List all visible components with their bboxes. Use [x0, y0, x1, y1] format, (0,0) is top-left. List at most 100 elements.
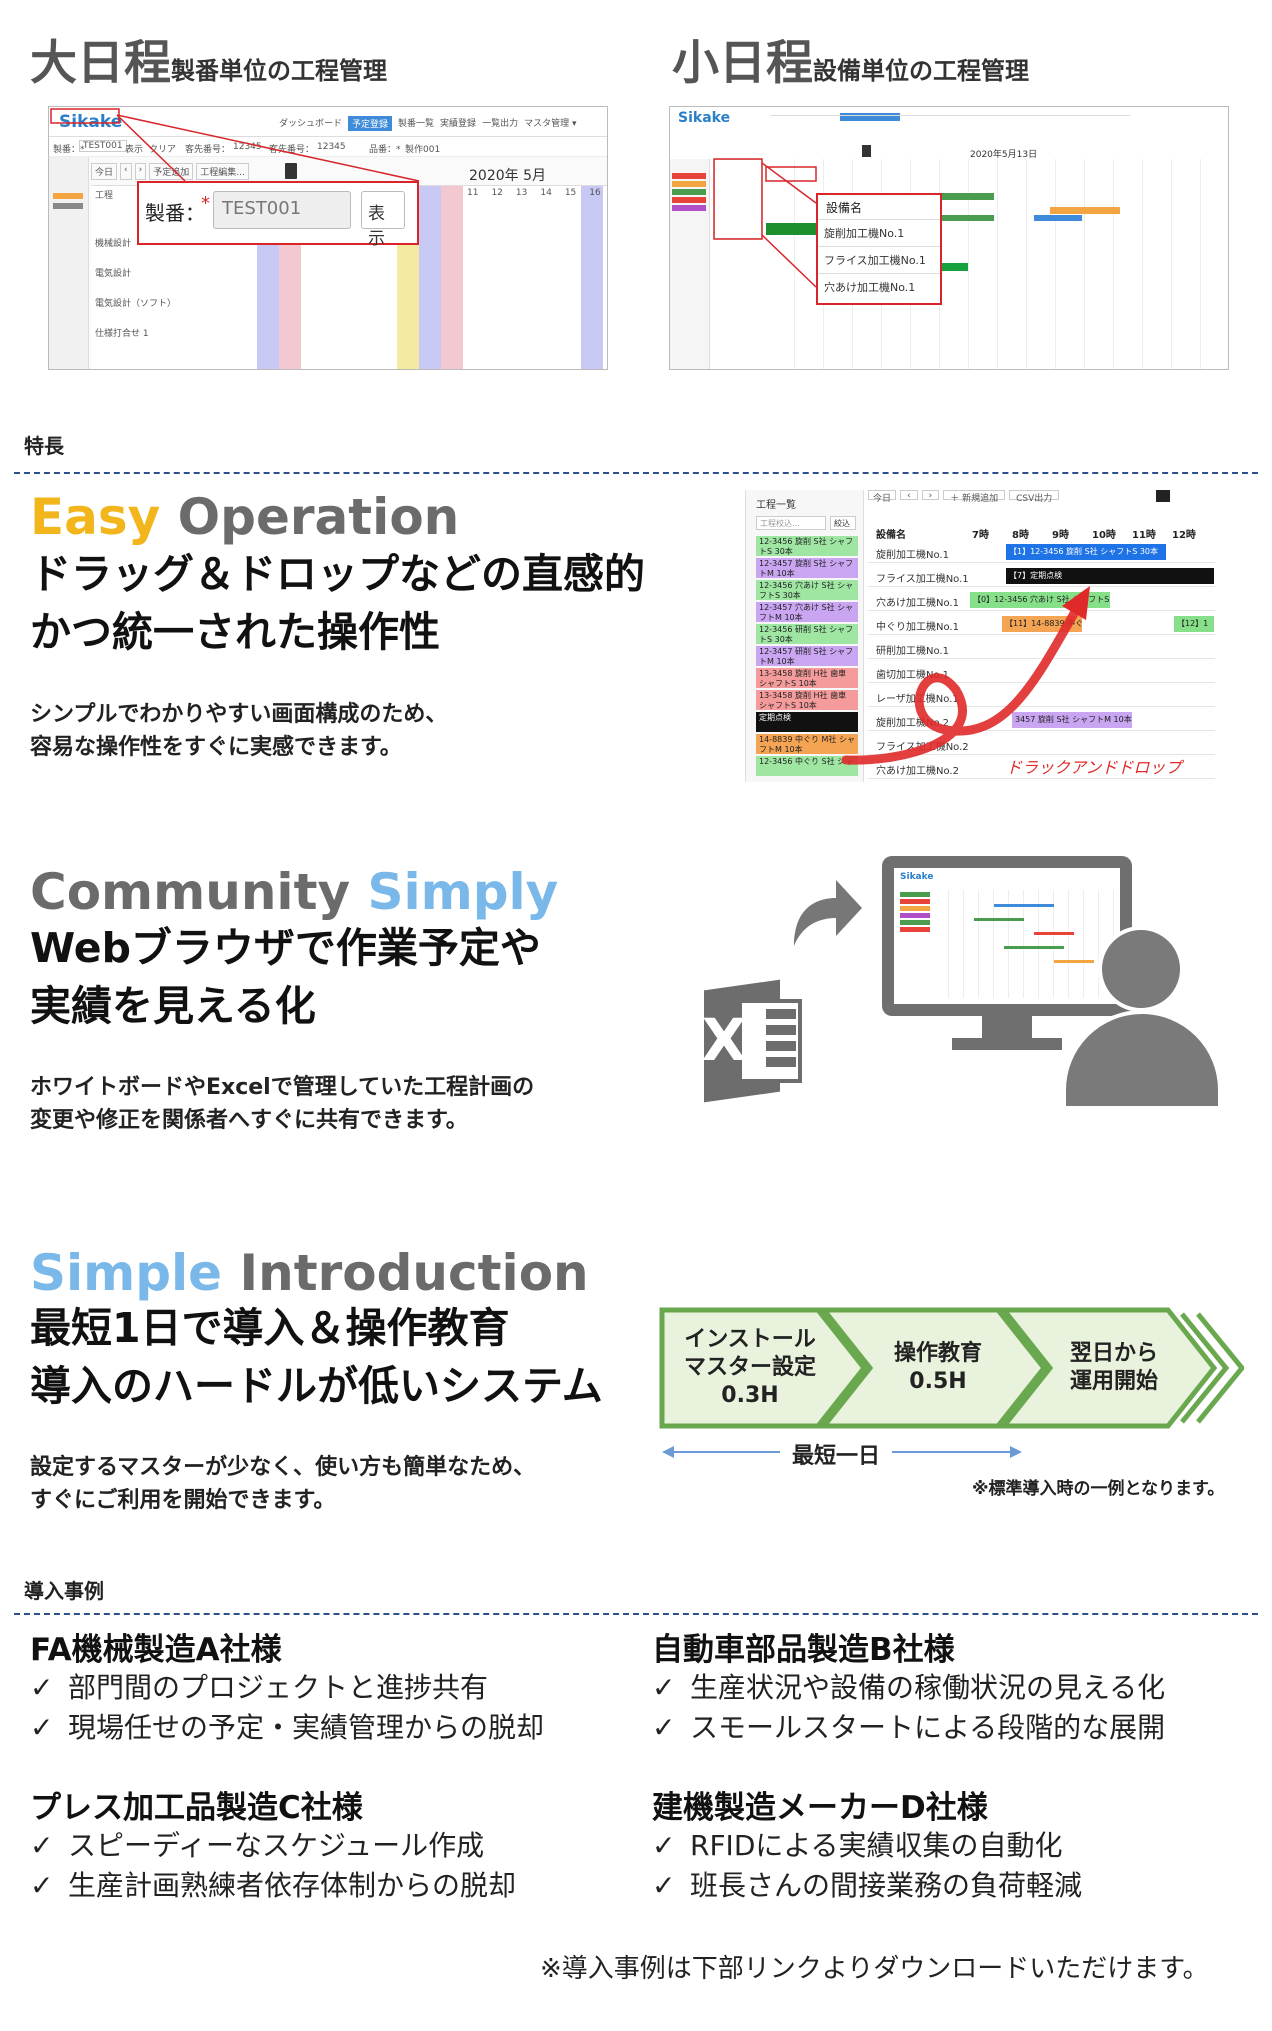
row-divider	[868, 634, 1215, 635]
shot1-trash-icon	[285, 163, 297, 179]
excel-icon: X	[678, 979, 810, 1103]
shot1-row-label: 機械設計	[95, 239, 132, 249]
check-icon: ✓	[652, 1671, 676, 1704]
task-card[interactable]: 12-3457 研削 S社 シャフトM 10本	[756, 646, 858, 666]
feature3-sub-line: 最短1日で導入＆操作教育	[30, 1304, 510, 1352]
case-item-text: スモールスタートによる段階的な展開	[690, 1711, 1166, 1744]
shot1-day: 12	[491, 188, 503, 198]
zoom-required: *	[201, 193, 210, 214]
gantt-bar[interactable]: 【7】定期点検	[1006, 568, 1214, 584]
drag-drop-arrow-icon	[841, 586, 1090, 765]
feature3-desc-line: 設定するマスターが少なく、使い方も簡単なため、	[30, 1455, 536, 1480]
excel-letter: X	[701, 1006, 747, 1074]
shot1-field-value: TEST001	[79, 140, 127, 152]
f1-tool-button: ‹	[900, 490, 918, 501]
hour-label: 11時	[1132, 530, 1156, 541]
check-icon: ✓	[652, 1869, 676, 1902]
case-item: ✓ 部門間のプロジェクトと進捗共有	[30, 1666, 488, 1706]
feature3-title-a: Simple	[30, 1244, 223, 1302]
feature3-sub-line: 導入のハードルが低いシステム	[30, 1362, 603, 1410]
feature2-sub-line: 実績を見える化	[30, 982, 316, 1030]
task-card[interactable]: 14-8839 中ぐり M社 シャフトM 10本	[756, 734, 858, 754]
callout-item: フライス加工機No.1	[824, 254, 926, 267]
case-item-text: 現場任せの予定・実績管理からの脱却	[68, 1711, 545, 1744]
feature3-title-b: Introduction	[239, 1244, 589, 1302]
small-schedule-screenshot: Sikake 2020年5月13日 設備名 旋削加工機No.1 フライス加工機N…	[669, 106, 1229, 370]
shot1-field-button: 表示	[125, 145, 144, 155]
check-icon: ✓	[30, 1671, 54, 1704]
feature2-title-a: Community	[30, 863, 351, 921]
shot1-field-label: 客先番号：	[269, 145, 315, 155]
shot1-field-value: 12345	[317, 142, 346, 152]
shot1-tool-button: 工程編集...	[196, 163, 249, 180]
f1-toolbar: 今日 ‹ › ＋ 新規追加 CSV出力	[868, 490, 1060, 504]
shot1-field-label: 品番：*	[369, 145, 401, 155]
shot1-day: 13	[515, 188, 528, 198]
shot1-nav: ダッシュボード 予定登録 製番一覧 実績登録 一覧出力 マスタ管理 ▾	[279, 116, 576, 131]
machine-row: 旋削加工機No.2	[876, 718, 949, 729]
shot1-nav-item: マスタ管理 ▾	[524, 119, 577, 129]
shot1-row-label: 仕様打合せ 1	[95, 329, 149, 339]
gantt-bar[interactable]: 3457 旋削 S社 シャフトM 10本	[1012, 712, 1132, 728]
gantt-bar[interactable]: 【12】1	[1174, 616, 1214, 632]
shot1-field-button: クリア	[149, 145, 177, 155]
task-card[interactable]: 12-3456 研削 S社 シャフトS 30本	[756, 624, 858, 644]
step-line: 翌日から	[1069, 1341, 1158, 1366]
task-search-input: 工程校込...	[756, 516, 826, 530]
task-card[interactable]: 12-3456 穴あけ S社 シャフトS 30本	[756, 580, 858, 600]
feature3-desc-line: すぐにご利用を開始できます。	[30, 1488, 336, 1513]
case-item: ✓生産計画熟練者依存体制からの脱却	[30, 1864, 516, 1904]
shot1-nav-item: ダッシュボード	[279, 119, 343, 129]
shot1-topbar: Sikake ダッシュボード 予定登録 製番一覧 実績登録 一覧出力 マスタ管理…	[49, 107, 607, 137]
task-card[interactable]: 13-3458 旋削 H社 歯車 シャフトS 10本	[756, 668, 858, 688]
shot1-field-value: 12345	[233, 142, 262, 152]
shot2-date: 2020年5月13日	[970, 150, 1038, 160]
task-card[interactable]: 12-3456 中ぐり S社 シャ	[756, 756, 858, 776]
feature1-desc-line: シンプルでわかりやすい画面構成のため、	[30, 702, 448, 727]
task-card[interactable]: 12-3457 穴あけ S社 シャフトM 10本	[756, 602, 858, 622]
task-list-header: 工程一覧	[756, 500, 796, 511]
shot1-field-label: 製番：*	[53, 145, 85, 155]
case-title: 建機製造メーカーD社様	[652, 1790, 988, 1826]
hour-label: 12時	[1172, 530, 1196, 541]
shot2-callout-lines	[713, 158, 817, 288]
row-divider	[868, 610, 1215, 611]
zoom-value-field: TEST001	[213, 191, 351, 229]
shot1-toolbar: 今日 ‹ › 予定追加 工程編集...	[91, 163, 249, 180]
zoom-show-button: 表示	[361, 191, 405, 249]
shot1-row-label: 電気設計	[95, 269, 132, 279]
monitor-screen: Sikake	[894, 868, 1120, 1004]
step-training: 操作教育 0.5H	[868, 1340, 1008, 1396]
task-card[interactable]: 定期点検	[756, 712, 858, 732]
task-card[interactable]: 13-3458 旋削 H社 歯車 シャフトS 10本	[756, 690, 858, 710]
shot1-field-label: 客先番号：	[185, 145, 231, 155]
row-divider	[868, 778, 1215, 779]
shot1-nav-item: 製番一覧	[398, 119, 435, 129]
step-go-live: 翌日から 運用開始	[1044, 1340, 1184, 1396]
case-item: ✓生産状況や設備の稼働状況の見える化	[652, 1666, 1165, 1706]
machine-row: フライス加工機No.1	[876, 574, 969, 585]
feature1-title-a: Easy	[30, 488, 161, 546]
feature1-sub-line: ドラッグ＆ドロップなどの直感的	[30, 550, 645, 598]
case-item-text: 部門間のプロジェクトと進捗共有	[68, 1671, 489, 1704]
top-left-heading: 大日程製番単位の工程管理	[30, 40, 387, 87]
zoom-label: 製番：	[145, 201, 205, 225]
shot2-logo: Sikake	[678, 110, 731, 126]
process-chevrons	[659, 1307, 1244, 1429]
machine-row: 旋削加工機No.1	[876, 550, 949, 561]
gantt-bar[interactable]: 【1】12-3456 旋削 S社 シャフトS 30本	[1006, 544, 1166, 560]
case-title: 自動車部品製造B社様	[652, 1632, 955, 1668]
shot1-sidebar	[49, 157, 89, 369]
shot1-callout-lines	[50, 108, 420, 182]
shot2-sidebar	[670, 159, 710, 369]
case-title: FA機械製造A社様	[30, 1632, 282, 1668]
task-card[interactable]: 12-3456 旋削 S社 シャフトS 30本	[756, 536, 858, 556]
feature1-title-b: Operation	[177, 488, 460, 546]
features-label: 特長	[24, 434, 64, 458]
case-title: プレス加工品製造C社様	[30, 1790, 363, 1826]
task-card[interactable]: 12-3457 旋削 S社 シャフトM 10本	[756, 558, 858, 578]
feature1-desc-line: 容易な操作性をすぐに実感できます。	[30, 735, 402, 760]
shot1-month: 2020年 5月	[469, 168, 546, 184]
